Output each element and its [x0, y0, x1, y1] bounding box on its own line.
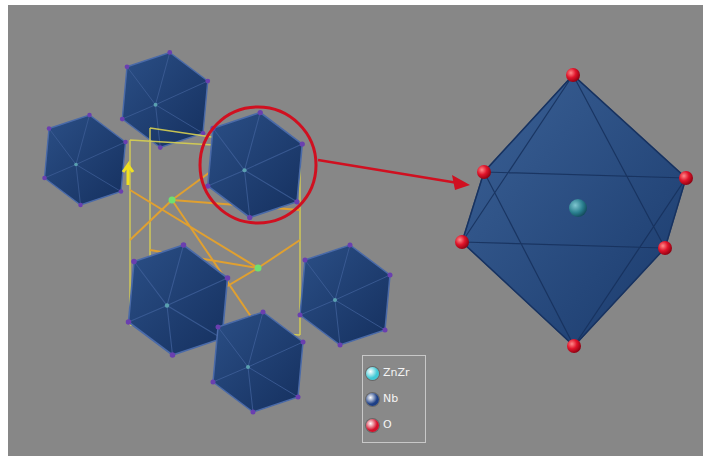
octahedron — [126, 242, 231, 358]
legend-swatch — [366, 419, 379, 432]
legend-entry: ZnZr — [366, 360, 422, 386]
octahedron — [42, 113, 128, 208]
octahedron — [298, 243, 393, 348]
enlarged-octahedron — [455, 68, 693, 353]
legend-label: Nb — [383, 393, 398, 405]
octahedron — [205, 110, 305, 220]
background — [8, 5, 703, 456]
pointer-arrow — [318, 160, 470, 190]
legend-box: ZnZrNbO — [362, 355, 426, 443]
legend-swatch — [366, 367, 379, 380]
legend-label: O — [383, 419, 392, 431]
legend-label: ZnZr — [383, 367, 410, 379]
highlight-circle — [200, 107, 316, 223]
octahedron — [211, 310, 306, 415]
legend-entry: O — [366, 412, 422, 438]
legend-entry: Nb — [366, 386, 422, 412]
legend-swatch — [366, 393, 379, 406]
